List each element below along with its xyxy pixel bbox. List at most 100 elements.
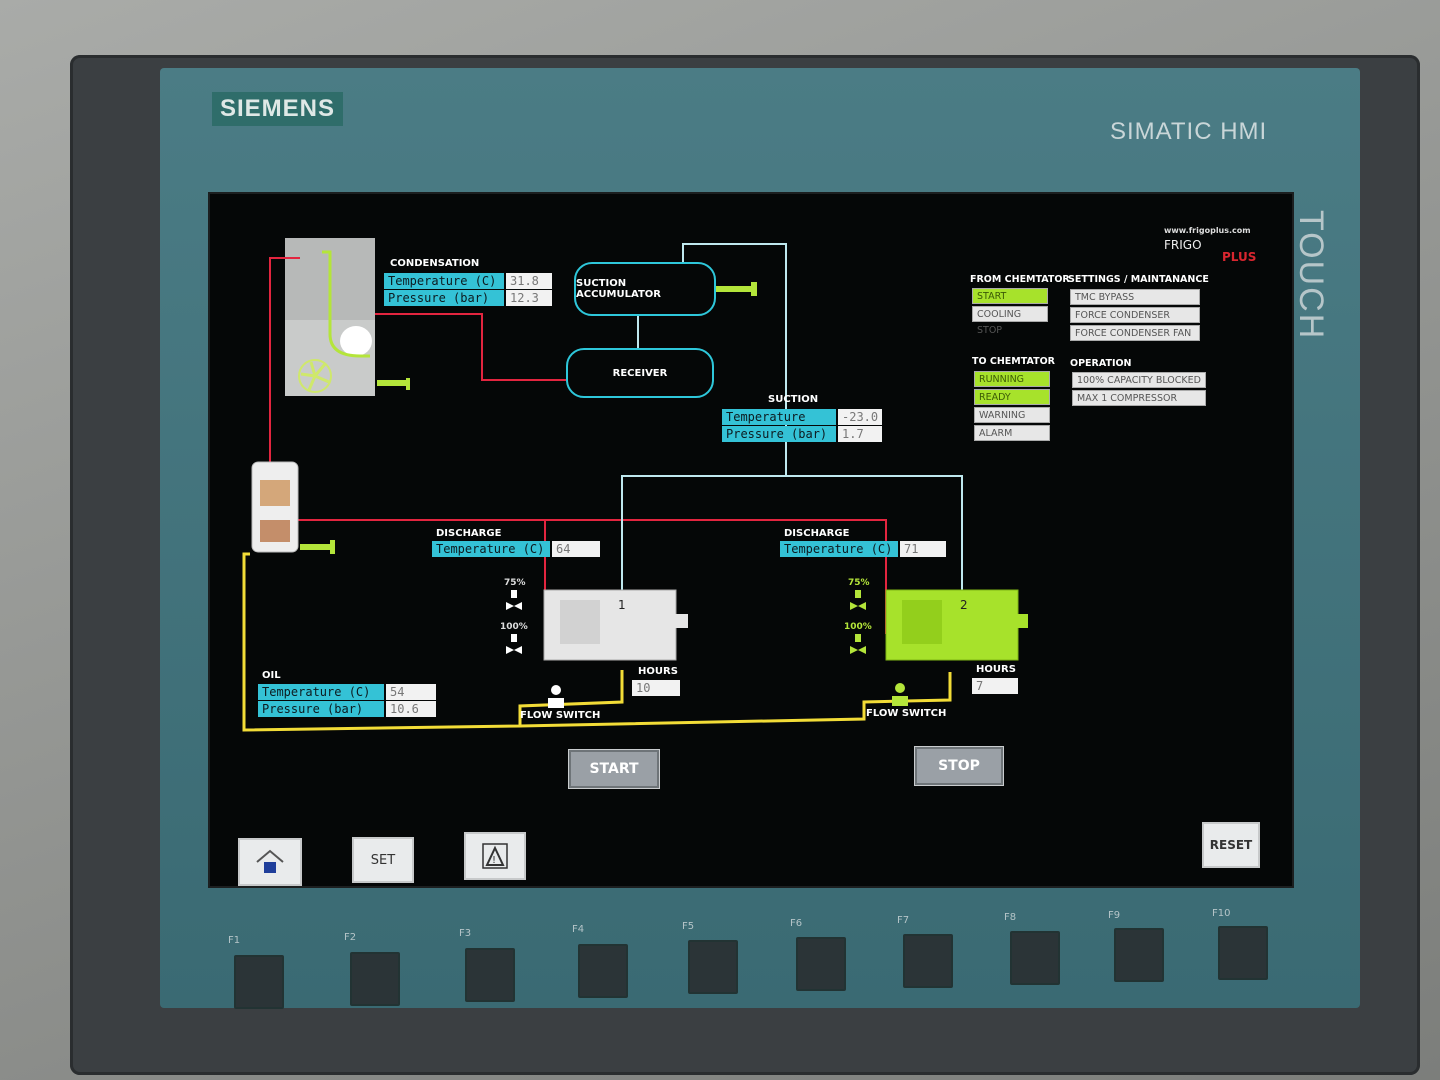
condenser-sensor-icon: [377, 378, 410, 390]
compressor-1-icon: [543, 589, 688, 661]
discharge-1-title: DISCHARGE: [436, 528, 502, 539]
piping-diagram: [242, 238, 1028, 732]
home-button[interactable]: [238, 838, 302, 886]
ready-indicator: READY: [974, 389, 1050, 405]
cooling-stop-indicator: COOLING STOP: [972, 306, 1048, 336]
suction-title: SUCTION: [768, 394, 819, 405]
compressor-1-number: 1: [618, 598, 626, 612]
frigoplus-url: www.frigoplus.com: [1164, 226, 1251, 235]
force-condenser-fan-button[interactable]: FORCE CONDENSER FAN: [1070, 325, 1200, 341]
discharge-2-temp-label: Temperature (C): [780, 541, 898, 557]
compressor-2-hours-label: HOURS: [976, 664, 1016, 675]
from-chemtator-title: FROM CHEMTATOR: [970, 274, 1070, 285]
alarm-indicator: ALARM: [974, 425, 1050, 441]
f9-label: F9: [1108, 910, 1121, 921]
suction-accumulator: SUCTION ACCUMULATOR: [574, 262, 716, 316]
condenser-green-pipe: [322, 250, 370, 358]
compressor-2-hours-value: 7: [972, 678, 1018, 694]
compressor-2-valve-100-icon: [850, 634, 866, 654]
f8-label: F8: [1004, 912, 1017, 923]
oil-separator: [251, 461, 299, 553]
oil-pressure-row: Pressure (bar) 10.6: [258, 701, 436, 717]
set-button[interactable]: SET: [352, 837, 414, 883]
compressor-1-hours-value: 10: [632, 680, 680, 696]
hmi-screen: www.frigoplus.com FRIGO PLUS CONDENSATIO…: [208, 192, 1294, 888]
flow-switch-1-label: FLOW SWITCH: [520, 710, 601, 721]
force-condenser-pump-button[interactable]: FORCE CONDENSER PUMP: [1070, 307, 1200, 337]
f9-key[interactable]: [1114, 928, 1164, 982]
f4-label: F4: [572, 924, 585, 935]
oil-temp-row: Temperature (C) 54: [258, 684, 436, 700]
compressor-1-valve-100-icon: [506, 634, 522, 654]
max-one-compressor-button[interactable]: MAX 1 COMPRESSOR: [1072, 390, 1206, 406]
condensation-temp-value: 31.8: [506, 273, 552, 289]
compressor-1-valve-75-icon: [506, 590, 522, 610]
stop-button[interactable]: STOP: [914, 746, 1004, 786]
flow-switch-2-label: FLOW SWITCH: [866, 708, 947, 719]
accumulator-sensor-icon: [716, 282, 757, 296]
discharge-1-temp-label: Temperature (C): [432, 541, 550, 557]
f3-key[interactable]: [465, 948, 515, 1002]
brand-logo: SIEMENS: [212, 92, 344, 126]
to-chemtator-title: TO CHEMTATOR: [972, 356, 1055, 367]
suction-temp-value: -23.0: [838, 409, 882, 425]
start-button[interactable]: START: [568, 749, 660, 789]
compressor-2-number: 2: [960, 598, 968, 612]
compressor-2-icon: [885, 589, 1028, 661]
frigoplus-logo-top: FRIGO: [1164, 238, 1202, 252]
warning-indicator: WARNING: [974, 407, 1050, 423]
running-indicator: RUNNING: [974, 371, 1050, 387]
oil-pressure-value: 10.6: [386, 701, 436, 717]
capacity-blocked-button[interactable]: 100% CAPACITY BLOCKED: [1072, 372, 1206, 388]
f10-key[interactable]: [1218, 926, 1268, 980]
suction-temp-row: Temperature (C) -23.0: [722, 409, 882, 440]
suction-pressure-label: Pressure (bar): [722, 426, 836, 442]
compressor-2-valve-75-label: 75%: [848, 578, 870, 588]
tmc-bypass-button[interactable]: TMC BYPASS: [1070, 289, 1200, 305]
oil-title: OIL: [262, 670, 281, 681]
discharge-2-temp-row: Temperature (C) 71: [780, 541, 946, 557]
f2-key[interactable]: [350, 952, 400, 1006]
f5-label: F5: [682, 921, 695, 932]
reset-button[interactable]: RESET: [1202, 822, 1260, 868]
suction-temp-label: Temperature (C): [722, 409, 836, 440]
f10-label: F10: [1212, 908, 1231, 919]
condensation-pressure-value: 12.3: [506, 290, 552, 306]
condensation-temp-row: Temperature (C) 31.8: [384, 273, 552, 289]
f1-key[interactable]: [234, 955, 284, 1009]
f6-key[interactable]: [796, 937, 846, 991]
receiver: RECEIVER: [566, 348, 714, 398]
f7-key[interactable]: [903, 934, 953, 988]
compressor-1-hours-label: HOURS: [638, 666, 678, 677]
start-enable-indicator: START ENABLE: [972, 288, 1048, 318]
condensation-pressure-label: Pressure (bar): [384, 290, 504, 306]
condensation-temp-label: Temperature (C): [384, 273, 504, 289]
separator-sensor-icon: [300, 540, 335, 554]
compressor-2-valve-100-label: 100%: [844, 622, 872, 632]
compressor-2-valve-75-icon: [850, 590, 866, 610]
warning-triangle-icon: !: [482, 843, 508, 869]
condensation-title: CONDENSATION: [390, 258, 480, 269]
oil-temp-label: Temperature (C): [258, 684, 384, 700]
condensation-pressure-row: Pressure (bar) 12.3: [384, 290, 552, 306]
f5-key[interactable]: [688, 940, 738, 994]
touch-label: TOUCH: [1292, 210, 1330, 341]
oil-temp-value: 54: [386, 684, 436, 700]
condenser-tank: [340, 326, 372, 356]
f4-key[interactable]: [578, 944, 628, 998]
flow-switch-1-icon: [548, 685, 564, 708]
oil-lines: [242, 552, 952, 732]
f7-label: F7: [897, 915, 910, 926]
discharge-2-title: DISCHARGE: [784, 528, 850, 539]
home-icon: [256, 849, 284, 873]
discharge-2-temp-value: 71: [900, 541, 946, 557]
f3-label: F3: [459, 928, 472, 939]
operation-title: OPERATION: [1070, 358, 1132, 369]
f8-key[interactable]: [1010, 931, 1060, 985]
svg-text:!: !: [492, 855, 496, 866]
suction-pressure-value: 1.7: [838, 426, 882, 442]
f1-label: F1: [228, 935, 241, 946]
alarm-log-button[interactable]: !: [464, 832, 526, 880]
f2-label: F2: [344, 932, 357, 943]
settings-title: SETTINGS / MAINTANANCE: [1068, 274, 1209, 285]
